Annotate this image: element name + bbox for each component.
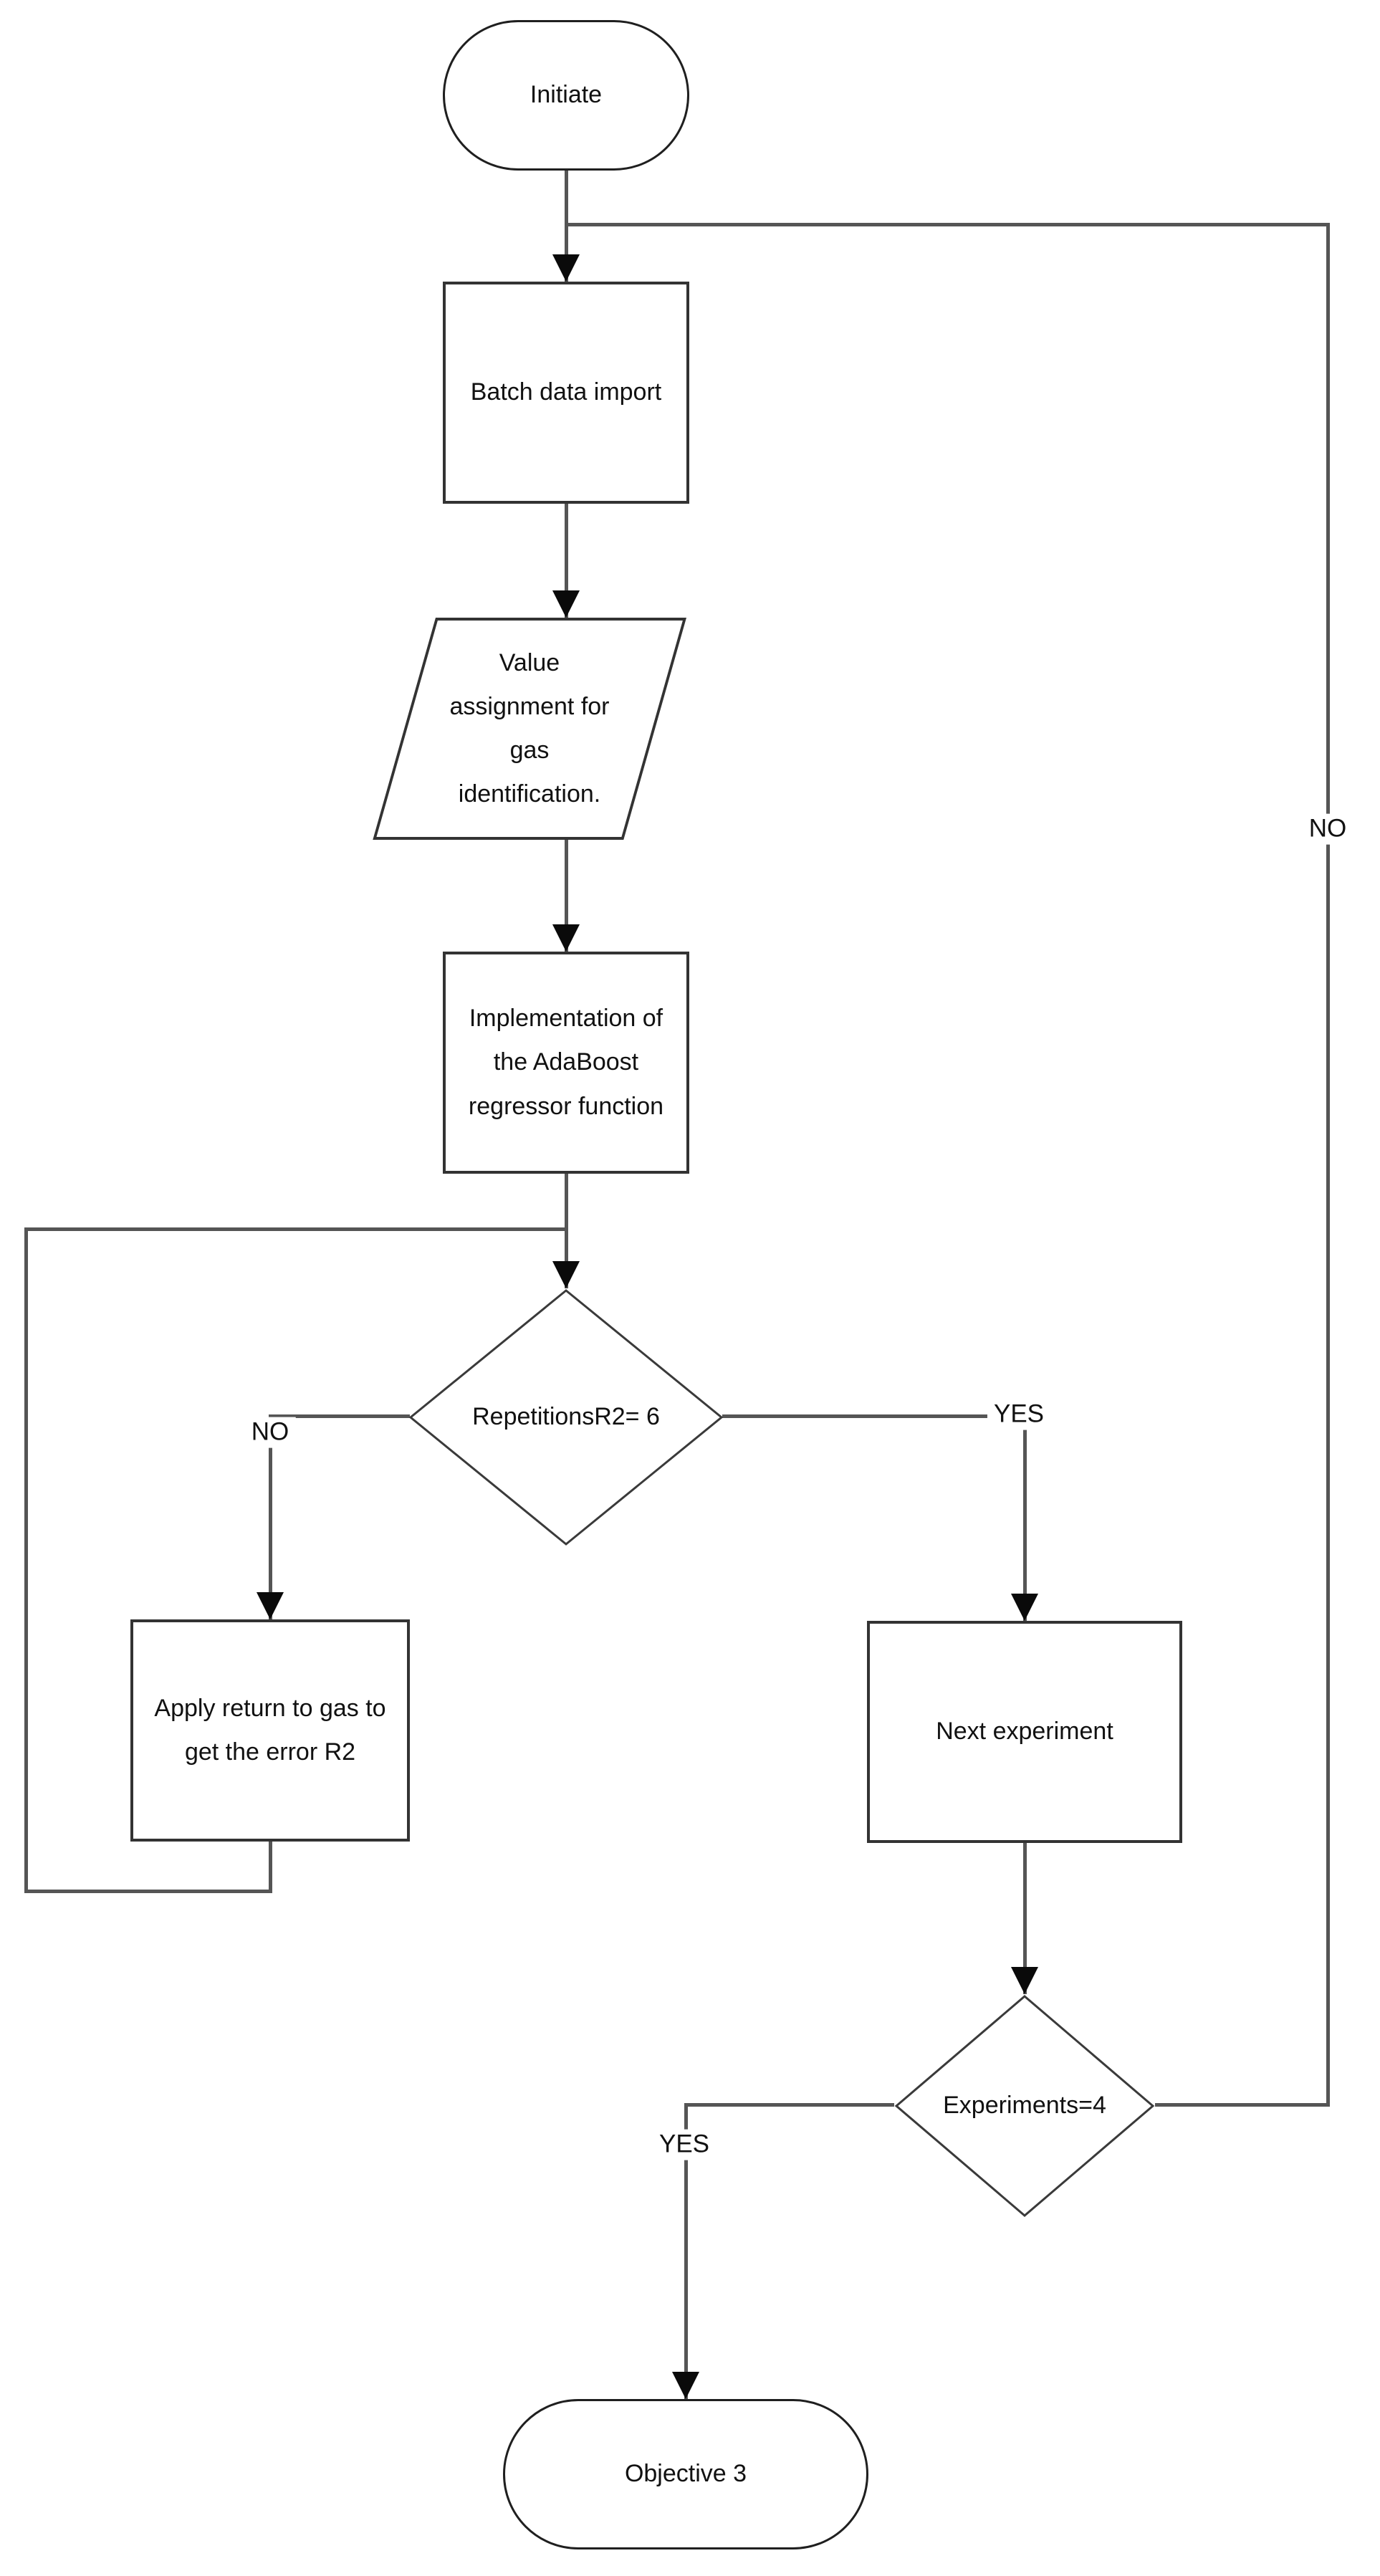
- connector-decision2-yes-horizontal: [684, 2103, 894, 2107]
- node-label-next-experiment: Next experiment: [936, 1718, 1113, 1746]
- connector-adaboost-to-decision1: [565, 1174, 568, 1288]
- decision-repetitions-shape: [408, 1289, 724, 1546]
- node-label-box-value-assignment: Value assignment for gas identification.: [447, 618, 612, 840]
- node-label-box-repetitions: RepetitionsR2= 6: [408, 1288, 724, 1546]
- decision-experiments-shape: [894, 1995, 1155, 2217]
- connector-loop-return-horizontal: [26, 1227, 568, 1231]
- connector-decision2-no-horizontal: [1155, 2103, 1330, 2107]
- node-label-experiments: Experiments=4: [943, 2092, 1106, 2120]
- connector-right-loop-vertical: [1326, 223, 1330, 2107]
- edge-label-text-repetitions-yes: YES: [993, 1399, 1045, 1428]
- edge-label-repetitions-no: NO: [244, 1417, 296, 1448]
- process-adaboost-implementation: Implementation of the AdaBoost regressor…: [443, 952, 689, 1174]
- arrowhead-into-apply: [257, 1592, 284, 1619]
- connector-apply-exit-vertical: [269, 1842, 272, 1892]
- connector-decision2-yes-vertical: [684, 2103, 688, 2399]
- arrowhead-into-next: [1011, 1594, 1038, 1621]
- connector-decision1-no-vertical: [269, 1414, 272, 1619]
- node-label-objective-3: Objective 3: [624, 2460, 747, 2488]
- process-apply-return: Apply return to gas to get the error R2: [130, 1619, 410, 1842]
- edge-label-experiments-yes: YES: [652, 2129, 717, 2160]
- connector-apply-loop-horizontal: [26, 1890, 272, 1893]
- node-label-apply-return: Apply return to gas to get the error R2: [154, 1694, 386, 1766]
- arrowhead-into-adaboost: [552, 924, 580, 952]
- node-label-repetitions: RepetitionsR2= 6: [472, 1403, 660, 1431]
- terminator-initiate: Initiate: [443, 20, 689, 171]
- node-label-batch-data-import: Batch data import: [470, 378, 662, 406]
- arrowhead-into-objective: [672, 2372, 699, 2399]
- edge-label-repetitions-yes: YES: [987, 1399, 1051, 1430]
- node-label-adaboost: Implementation of the AdaBoost regressor…: [468, 1005, 664, 1120]
- connector-batch-to-parallelogram: [565, 504, 568, 618]
- connector-left-loop-vertical: [24, 1227, 28, 1893]
- connector-decision1-yes-horizontal: [722, 1414, 1027, 1418]
- connector-top-return-horizontal: [565, 223, 1330, 226]
- edge-label-experiments-no: NO: [1302, 813, 1353, 845]
- edge-label-text-experiments-no: NO: [1308, 814, 1347, 843]
- process-batch-data-import: Batch data import: [443, 282, 689, 504]
- connector-decision1-no-horizontal: [269, 1414, 410, 1418]
- node-label-initiate: Initiate: [530, 81, 603, 109]
- node-label-box-experiments: Experiments=4: [894, 1994, 1155, 2218]
- connector-next-to-decision2: [1023, 1843, 1027, 1994]
- arrowhead-into-parallelogram: [552, 590, 580, 618]
- arrowhead-into-decision1: [552, 1261, 580, 1288]
- arrowhead-into-batch: [552, 254, 580, 282]
- arrowhead-into-decision2: [1011, 1967, 1038, 1994]
- connector-parallelogram-to-adaboost: [565, 840, 568, 952]
- process-next-experiment: Next experiment: [867, 1621, 1182, 1843]
- edge-label-text-repetitions-no: NO: [251, 1417, 289, 1446]
- node-label-value-assignment: Value assignment for gas identification.: [449, 648, 610, 808]
- edge-label-text-experiments-yes: YES: [658, 2130, 710, 2158]
- terminator-objective-3: Objective 3: [503, 2399, 868, 2549]
- connector-decision1-yes-vertical: [1023, 1414, 1027, 1621]
